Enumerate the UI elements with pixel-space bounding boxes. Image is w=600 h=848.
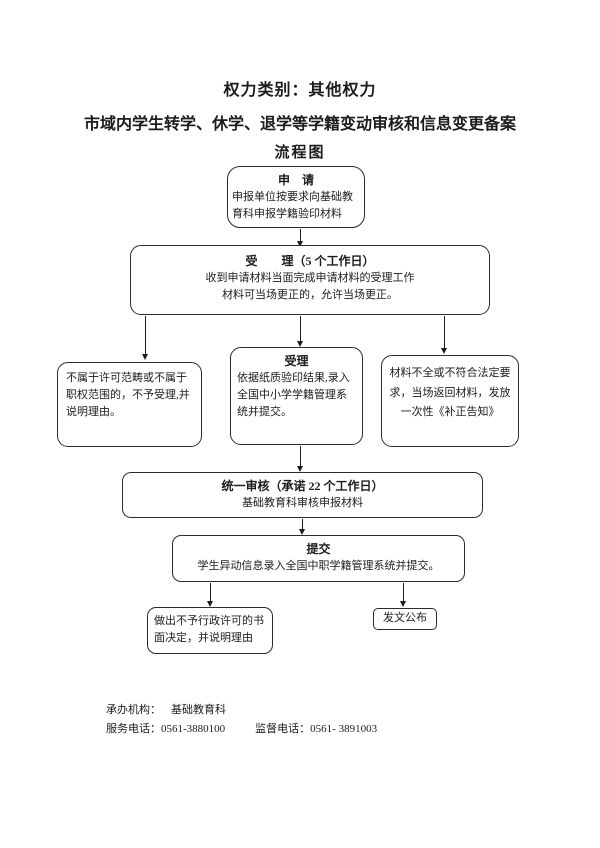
arrow-accept-to-process [296,316,303,347]
flow-box-review-heading: 统一审核（承诺 22 个工作日） [221,479,384,493]
footer-supervise-label: 监督电话： [255,723,311,735]
doc-title: 权力类别：其他权力 [223,82,377,99]
arrow-process-to-review [296,446,303,472]
arrow-accept-to-incomplete [440,316,447,354]
footer-agency-line: 承办机构： 基础教育科 [106,701,226,717]
flow-box-accept-line1: 收到申请材料当面完成申请材料的受理工作 [205,272,415,284]
footer-service-value: 0561-3880100 [161,723,226,735]
flow-box-accept-heading: 受 理（5 个工作日） [245,254,375,268]
arrow-apply-to-accept [296,229,303,247]
flow-box-incomplete: 材料不全或不符合法定要求，当场返回材料，发放一次性《补正告知》 [381,355,519,447]
flow-box-review-body: 基础教育科审核申报材料 [242,497,363,509]
arrow-review-to-submit [298,519,305,535]
flow-box-process-body: 依据纸质验印结果,录入全国中小学学籍管理系统并提交。 [237,372,350,419]
footer-agency-value: 基础教育科 [171,704,226,716]
flow-box-incomplete-body: 材料不全或不符合法定要求，当场返回材料，发放一次性《补正告知》 [389,367,511,419]
flow-box-apply: 申 请 申报单位按要求向基础教育科申报学籍验印材料 [227,166,365,228]
flow-box-accept-line2: 材料可当场更正的，允许当场更正。 [222,289,398,302]
flow-box-process-heading: 受理 [284,354,309,368]
flow-box-accept: 受 理（5 个工作日） 收到申请材料当面完成申请材料的受理工作 材料可当场更正的… [130,245,490,315]
arrow-submit-to-publish [399,583,406,607]
flow-box-review: 统一审核（承诺 22 个工作日） 基础教育科审核申报材料 [122,472,483,518]
flow-box-deny: 做出不予行政许可的书面决定，并说明理由 [147,607,273,654]
flowchart-label: 流程图 [274,145,326,161]
flow-box-deny-body: 做出不予行政许可的书面决定，并说明理由 [154,615,264,645]
flow-box-submit: 提交 学生异动信息录入全国中职学籍管理系统并提交。 [172,535,465,582]
flow-box-reject-scope-body: 不属于许可范畴或不属于职权范围的，不予受理,并说明理由。 [66,372,190,419]
flow-box-publish-body: 发文公布 [383,612,427,624]
flow-box-submit-body: 学生异动信息录入全国中职学籍管理系统并提交。 [197,560,440,572]
arrow-accept-to-reject [141,316,148,360]
flow-box-submit-heading: 提交 [306,542,331,556]
arrow-submit-to-deny [206,583,213,607]
footer-phones-line: 服务电话：0561-3880100 监督电话：0561- 3891003 [106,720,377,736]
flow-box-apply-body: 申报单位按要求向基础教育科申报学籍验印材料 [232,191,353,221]
flow-box-process: 受理 依据纸质验印结果,录入全国中小学学籍管理系统并提交。 [230,347,363,445]
flow-box-publish: 发文公布 [373,608,437,630]
doc-subtitle: 市域内学生转学、休学、退学等学籍变动审核和信息变更备案 [83,116,516,133]
footer-service-label: 服务电话： [106,723,161,735]
footer-supervise-value: 0561- 3891003 [310,723,378,735]
footer-agency-label: 承办机构： [106,704,161,716]
flow-box-apply-heading: 申 请 [277,173,314,187]
flow-box-reject-scope: 不属于许可范畴或不属于职权范围的，不予受理,并说明理由。 [57,362,202,447]
